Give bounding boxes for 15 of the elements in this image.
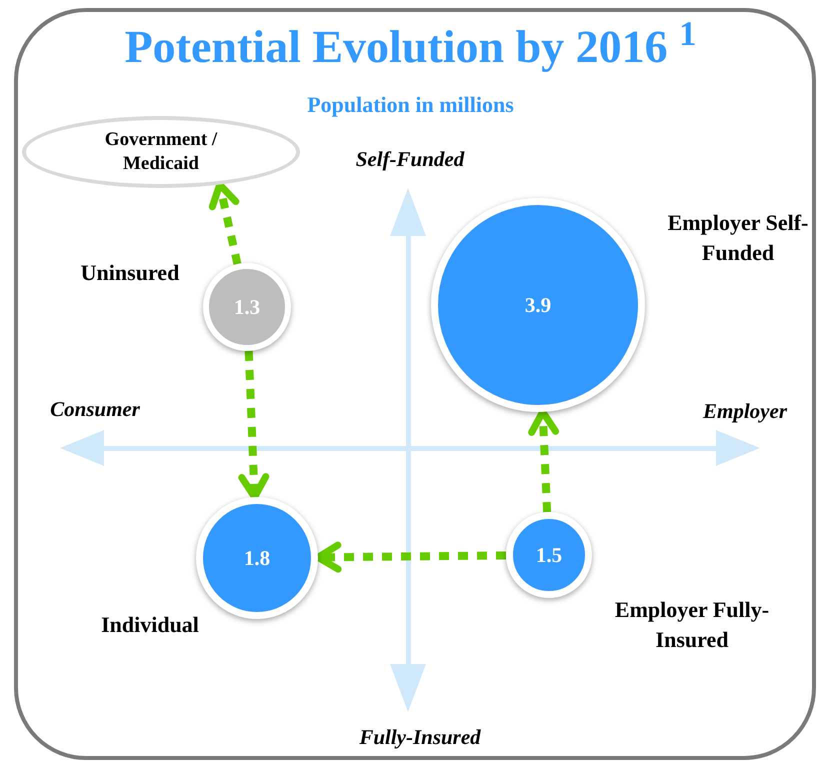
category-label: Employer Self-Funded (666, 209, 810, 267)
value-label: 1.8 (244, 544, 270, 572)
value-label: 1.3 (234, 294, 260, 320)
axis-label: Consumer (49, 396, 141, 423)
subtitle: Population in millions (306, 91, 515, 119)
value-label: 3.9 (524, 292, 552, 318)
axis-label: Self-Funded (354, 146, 466, 173)
category-label: Employer Fully-Insured (614, 596, 770, 654)
category-label: Uninsured (80, 259, 180, 287)
category-label: Individual (100, 611, 200, 639)
value-label: 1.5 (536, 542, 562, 568)
axis-label: Employer (702, 398, 788, 425)
chart-title: Potential Evolution by 2016 $^{1}$ (124, 24, 698, 70)
axis-label: Fully-Insured (358, 724, 482, 751)
node-label: Government / Medicaid (104, 128, 218, 176)
